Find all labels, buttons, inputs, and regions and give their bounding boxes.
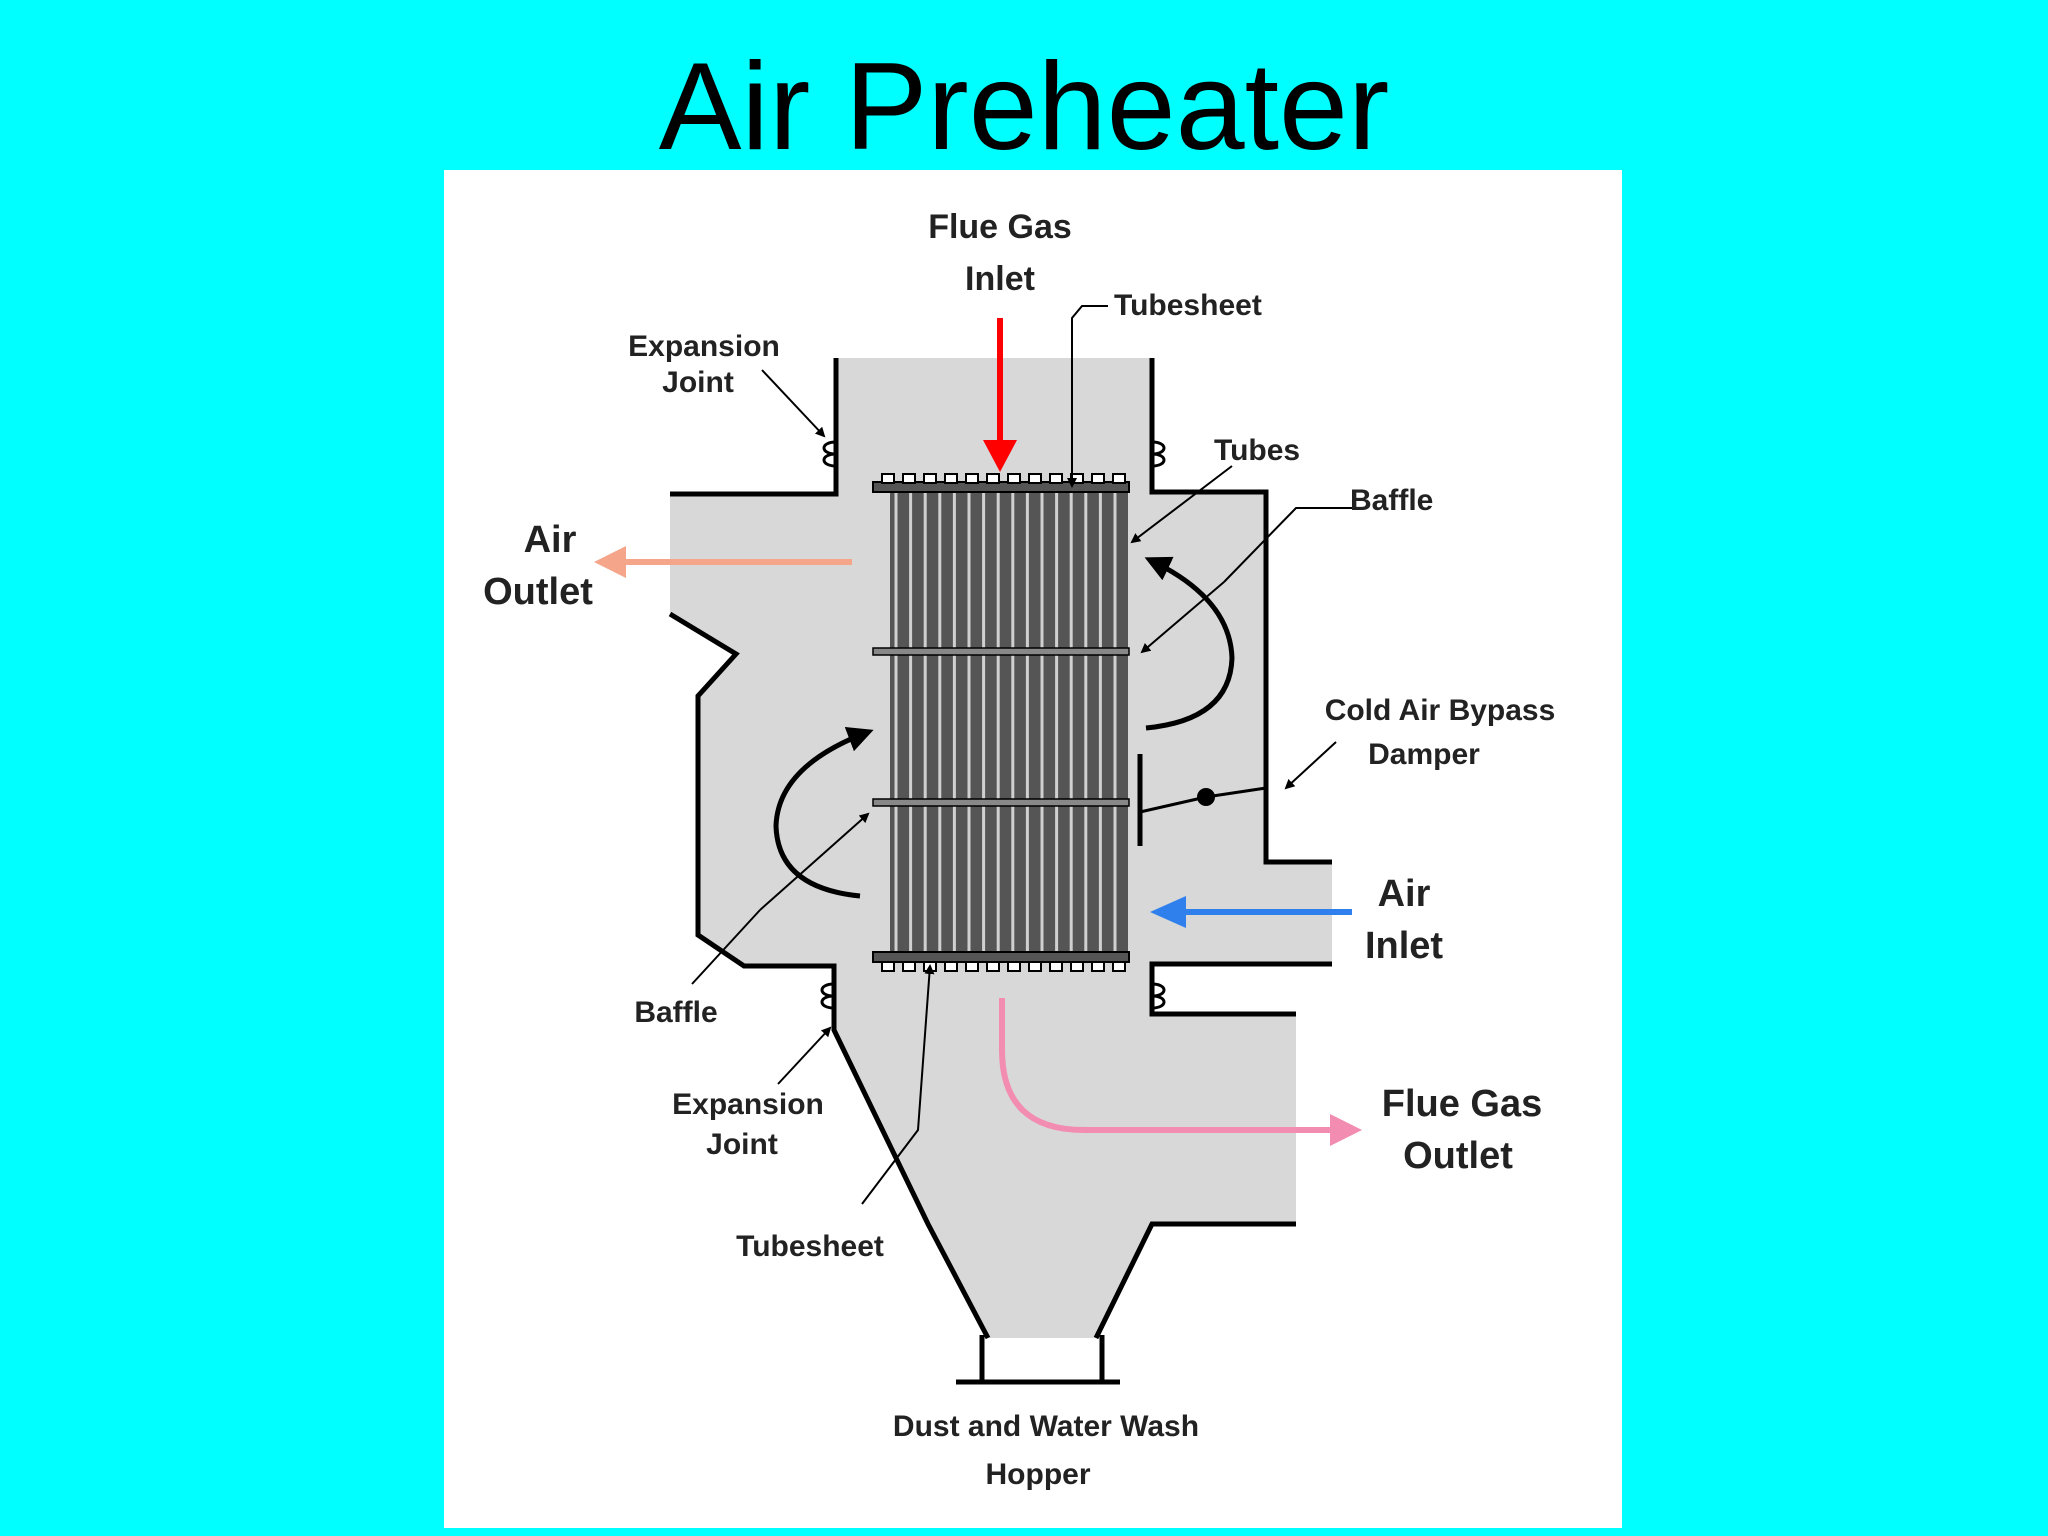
tubesheet-tooth [1091, 961, 1105, 972]
tubesheet-tooth [1049, 473, 1063, 484]
label-air-inlet-line1: Air [1378, 873, 1431, 915]
tube-bundle [890, 492, 1128, 962]
tubesheet-tooth [902, 961, 916, 972]
tubesheet-tooth [1049, 961, 1063, 972]
tubesheet-tooth [1028, 961, 1042, 972]
tubesheet-tooth [965, 473, 979, 484]
label-air-outlet-line2: Outlet [483, 571, 593, 613]
label-expansion-joint-bottom-line1: Expansion [672, 1088, 824, 1121]
expansion-joints [820, 440, 1166, 1010]
tubesheet-tooth [1091, 473, 1105, 484]
tubesheet-tooth [986, 473, 1000, 484]
tubesheet-bottom-drawing [872, 951, 1130, 972]
label-flue-gas-outlet-line2: Outlet [1403, 1135, 1513, 1177]
tubesheet-tooth [1007, 961, 1021, 972]
tubes [894, 492, 1117, 952]
slide-title: Air Preheater [658, 38, 1390, 176]
tubesheet-tooth [944, 473, 958, 484]
tubesheet-tooth [923, 473, 937, 484]
label-expansion-joint-top-line1: Expansion [628, 330, 780, 363]
label-hopper-line2: Hopper [986, 1458, 1091, 1491]
circulation-arrow-left [773, 726, 874, 899]
tubesheet-tooth [1070, 961, 1084, 972]
baffle-plate-upper [872, 647, 1130, 656]
leader-lines [691, 305, 1352, 1205]
label-air-inlet-line2: Inlet [1365, 925, 1443, 967]
label-baffle-right: Baffle [1350, 484, 1433, 517]
diagram-panel: Flue Gas Inlet Tubesheet Expansion Joint… [444, 170, 1622, 1528]
tubesheet-tooth [965, 961, 979, 972]
tubesheet-tooth [881, 961, 895, 972]
label-tubes: Tubes [1214, 434, 1300, 467]
label-baffle-left: Baffle [634, 996, 717, 1029]
tubesheet-tooth [986, 961, 1000, 972]
tubesheet-top-drawing [872, 473, 1130, 493]
label-flue-gas-outlet-line1: Flue Gas [1382, 1083, 1543, 1125]
hopper-outlet [956, 1335, 1120, 1385]
flue-gas-outlet-arrow [999, 998, 1332, 1133]
label-air-outlet-line1: Air [524, 519, 577, 561]
label-tubesheet-top: Tubesheet [1114, 289, 1262, 322]
label-flue-gas-inlet-line2: Inlet [965, 260, 1035, 298]
label-hopper-line1: Dust and Water Wash [893, 1410, 1199, 1443]
cold-air-bypass-damper-drawing [1137, 754, 1267, 846]
tubesheet-tooth [902, 473, 916, 484]
baffle-plate-lower [872, 798, 1130, 807]
tubesheet-tooth [1007, 473, 1021, 484]
circulation-arrow-right [1144, 556, 1235, 731]
label-flue-gas-inlet-line1: Flue Gas [928, 208, 1072, 246]
tubesheet-tooth [944, 961, 958, 972]
tubesheet-tooth [1112, 961, 1126, 972]
label-expansion-joint-bottom-line2: Joint [706, 1128, 778, 1161]
air-preheater-diagram: Flue Gas Inlet Tubesheet Expansion Joint… [483, 208, 1556, 1491]
label-cold-air-bypass-damper-line1: Cold Air Bypass [1325, 694, 1556, 727]
label-expansion-joint-top-line2: Joint [662, 366, 734, 399]
tubesheet-tooth [881, 473, 895, 484]
tubesheet-tooth [1028, 473, 1042, 484]
label-cold-air-bypass-damper-line2: Damper [1368, 738, 1480, 771]
label-tubesheet-bottom: Tubesheet [736, 1230, 884, 1263]
tubesheet-tooth [1112, 473, 1126, 484]
